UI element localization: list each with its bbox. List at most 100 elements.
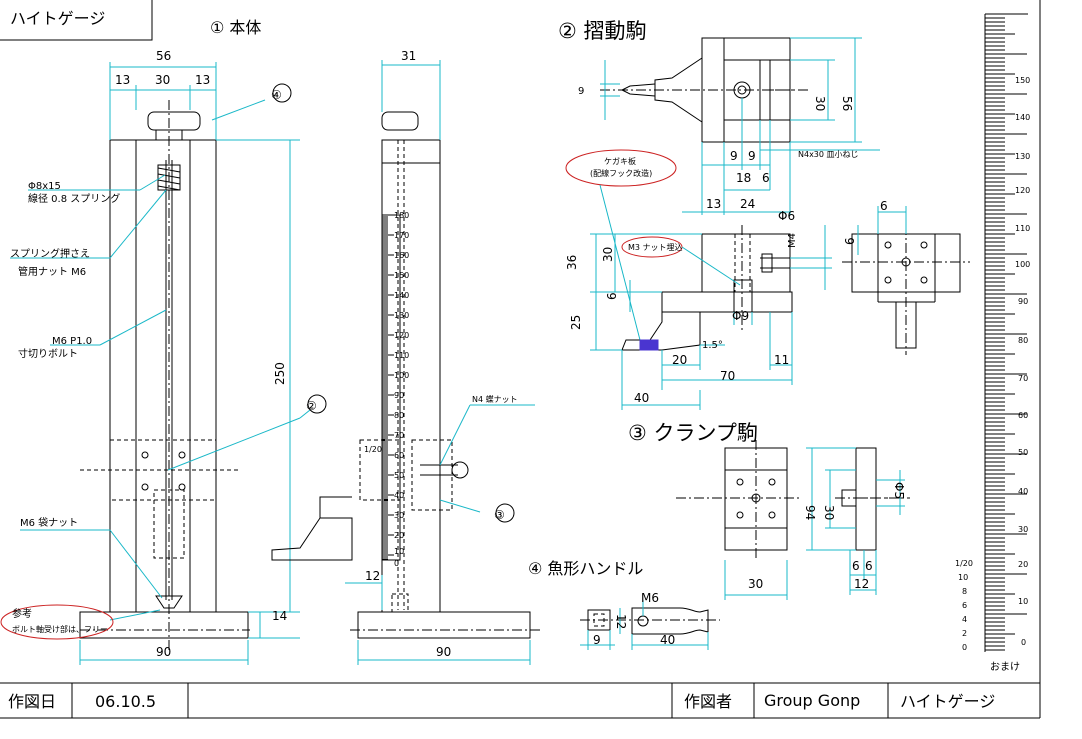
body-leaders xyxy=(10,99,311,621)
right-scale-label: 40 xyxy=(1018,487,1028,496)
body-front-dims xyxy=(79,62,300,665)
author-label: 作図者 xyxy=(684,692,732,711)
scale-label: 80 xyxy=(394,411,404,420)
scale-label: 50 xyxy=(394,471,404,480)
scale-label: 90 xyxy=(394,391,404,400)
slider-top-view xyxy=(600,37,810,143)
heading-handle: ④ 魚形ハンドル xyxy=(528,559,643,578)
right-scale-label: 30 xyxy=(1018,525,1028,534)
callout-4-label: ④ xyxy=(271,88,282,102)
scale-label: 180 xyxy=(394,211,409,220)
right-scale-label: 120 xyxy=(1015,186,1030,195)
scale-label: 30 xyxy=(394,511,404,520)
author-value: Group Gonp xyxy=(764,691,860,710)
right-scale-label: 140 xyxy=(1015,113,1030,122)
dim-slider-30: 30 xyxy=(813,96,827,111)
dim-250: 250 xyxy=(273,362,287,385)
dim-slider-40: 40 xyxy=(634,391,649,405)
right-scale-label: 60 xyxy=(1018,411,1028,420)
right-scale-label: 90 xyxy=(1018,297,1028,306)
sheet-frame xyxy=(0,0,1041,719)
right-vernier-label: 1/20 xyxy=(955,559,973,568)
omake-label: おまけ xyxy=(990,661,1020,673)
dim-clamp-30b: 30 xyxy=(748,577,763,591)
dim-clamp-12: 12 xyxy=(854,577,869,591)
dim-slider-11: 11 xyxy=(774,353,789,367)
note-m3: M3 ナット埋込 xyxy=(628,242,683,252)
body-side-dims xyxy=(345,60,535,665)
slider-side-view xyxy=(842,225,970,355)
dim-clamp-phi5: Φ5 xyxy=(892,482,906,499)
dim-slider-24: 24 xyxy=(740,197,755,211)
heading-slider: ② 摺動駒 xyxy=(558,19,647,43)
date-label: 作図日 xyxy=(8,692,56,711)
scale-label: 150 xyxy=(394,271,409,280)
handle-dims xyxy=(580,600,709,650)
clamp-front-view xyxy=(676,440,800,560)
dim-slider-sq6b: 6 xyxy=(843,237,857,245)
scale-label: 20 xyxy=(394,531,404,540)
scale-ticks xyxy=(382,214,394,560)
right-scale-label: 110 xyxy=(1015,224,1030,233)
dim-handle-9: 9 xyxy=(593,633,601,647)
dim-90-front: 90 xyxy=(156,645,171,659)
dim-clamp-6a: 6 xyxy=(852,559,860,573)
m3-leader xyxy=(681,246,741,286)
dim-slider-70: 70 xyxy=(720,369,735,383)
dim-13-left: 13 xyxy=(115,73,130,87)
dim-slider-angle: 1.5° xyxy=(702,340,723,351)
date-value: 06.10.5 xyxy=(95,692,156,711)
slider-side-dims xyxy=(857,206,907,255)
scale-label: 70 xyxy=(394,431,404,440)
right-vernier-small: 10 xyxy=(958,573,968,582)
kegaki-ellipse xyxy=(565,149,677,187)
ref-ellipse xyxy=(0,604,114,640)
slider-front-dims xyxy=(590,225,832,410)
scale-label: 160 xyxy=(394,251,409,260)
callout-2 xyxy=(307,394,327,414)
scale-label: 100 xyxy=(394,371,409,380)
drawing-name: ハイトゲージ xyxy=(900,692,995,711)
note-screw: N4x30 皿小ねじ xyxy=(798,150,859,159)
right-scale-ticks xyxy=(985,13,1027,651)
kegaki-leader xyxy=(599,184,641,341)
dim-90-side: 90 xyxy=(436,645,451,659)
note-ref1: 参考 xyxy=(12,607,32,620)
right-scale-labels: 150 140 130 120 110 100 90 80 70 60 50 4… xyxy=(955,76,1030,673)
right-vernier-small: 0 xyxy=(962,643,967,652)
right-vernier-small: 4 xyxy=(962,615,967,624)
callout-3 xyxy=(495,503,515,523)
dim-clamp-30: 30 xyxy=(822,505,836,520)
dim-slider-25: 25 xyxy=(569,315,583,330)
scale-label: 130 xyxy=(394,311,409,320)
right-scale-label: 150 xyxy=(1015,76,1030,85)
dim-14: 14 xyxy=(272,609,287,623)
handle-view xyxy=(580,607,720,635)
right-scale-label: 20 xyxy=(1018,560,1028,569)
callout-4 xyxy=(272,83,292,103)
slider-top-dims xyxy=(600,37,880,215)
right-scale-label: 80 xyxy=(1018,336,1028,345)
dim-56: 56 xyxy=(156,49,171,63)
dim-handle-12: 12 xyxy=(614,614,628,629)
dim-slider-phi9: Φ9 xyxy=(732,309,749,323)
dim-31: 31 xyxy=(401,49,416,63)
scale-label: 10 xyxy=(394,547,404,556)
dim-12: 12 xyxy=(365,569,380,583)
scale-label: 0 xyxy=(394,559,399,568)
title-tag-box xyxy=(0,0,153,41)
heading-body: ① 本体 xyxy=(210,18,261,37)
right-vernier-small: 6 xyxy=(962,601,967,610)
right-scale-label: 0 xyxy=(1021,638,1026,647)
scale-label: 40 xyxy=(394,491,404,500)
dim-30: 30 xyxy=(155,73,170,87)
dim-slider-6b: 6 xyxy=(605,292,619,300)
heading-clamp: ③ クランプ駒 xyxy=(628,421,758,445)
title-tag: ハイトゲージ xyxy=(10,9,105,28)
dim-slider-sq6a: 6 xyxy=(880,199,888,213)
note-spring: 線径 0.8 スプリング xyxy=(28,192,120,205)
dim-clamp-94: 94 xyxy=(803,505,817,520)
right-vernier-small: 8 xyxy=(962,587,967,596)
scale-label: 140 xyxy=(394,291,409,300)
